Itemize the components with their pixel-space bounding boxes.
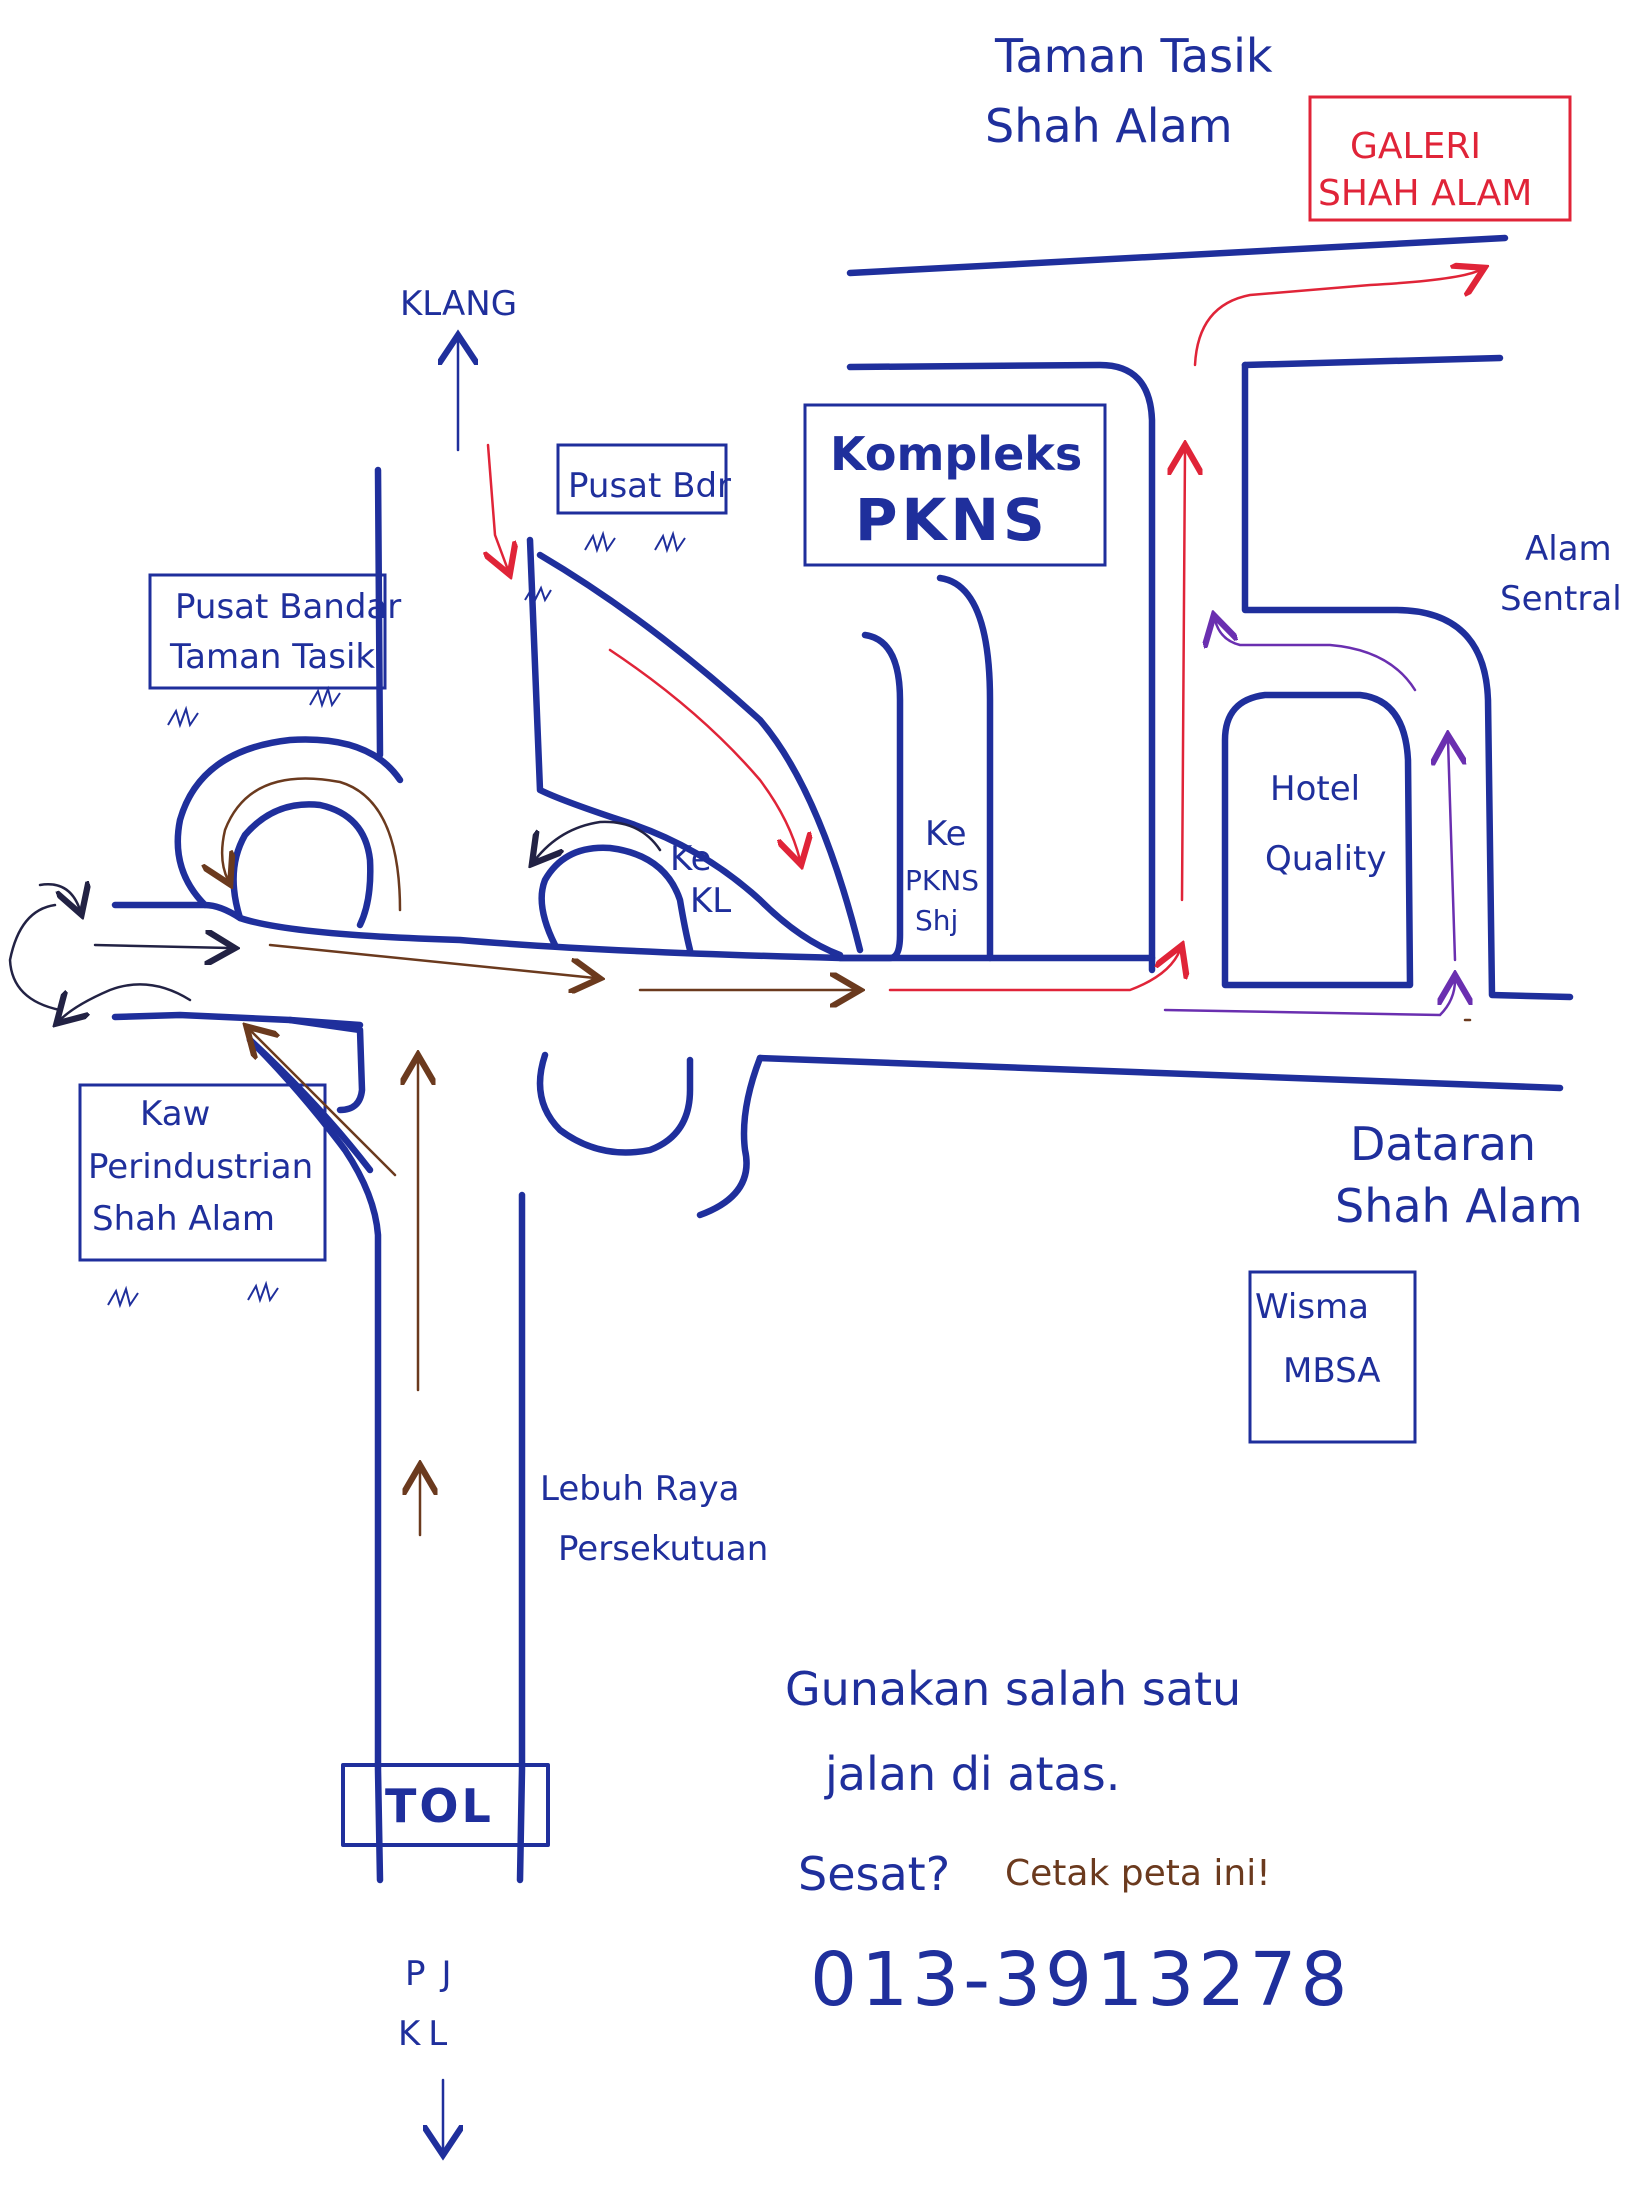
landmark-boxes <box>78 95 1572 1444</box>
loop-ne <box>538 844 694 954</box>
grass-5 <box>107 1285 139 1309</box>
grass-7 <box>524 585 552 603</box>
label-pbtt: Pusat Bandar <box>175 587 401 627</box>
grass-1 <box>584 530 616 554</box>
label-ke-kl-2: KL <box>690 881 731 921</box>
label-wisma: Wisma <box>1255 1287 1369 1327</box>
label-galeri: GALERI <box>1350 126 1481 167</box>
red-route-4 <box>1182 450 1185 902</box>
road-right-block <box>1241 361 1574 1001</box>
dark-route-4 <box>38 884 80 910</box>
road-hotel-block <box>1221 691 1414 989</box>
loop-se-outer <box>696 1054 764 1219</box>
label-kaw-shah-alam: Shah Alam <box>92 1199 275 1239</box>
road-persekutuan-right <box>516 1191 526 1884</box>
red-route-2 <box>608 648 800 860</box>
red-route-3 <box>888 950 1180 992</box>
label-perindustrian: Perindustrian <box>88 1147 313 1187</box>
label-quality: Quality <box>1265 839 1387 879</box>
label-kl: KL <box>398 2014 455 2054</box>
brown-route-3 <box>222 777 402 912</box>
label-galeri-2: SHAH ALAM <box>1318 173 1532 214</box>
label-kaw: Kaw <box>140 1094 210 1134</box>
label-dataran-2: Shah Alam <box>1335 1179 1583 1233</box>
grass-4 <box>309 685 341 709</box>
loop-nw-outer <box>174 736 404 909</box>
road-right-loop-top <box>1241 354 1504 369</box>
roads <box>111 234 1574 1884</box>
road-dataran <box>756 1054 1564 1092</box>
label-persekutuan: Persekutuan <box>558 1529 768 1569</box>
pbtt-box <box>148 573 387 690</box>
label-tol: TOL <box>385 1779 494 1833</box>
purple-route-2 <box>1448 740 1455 962</box>
purple-route-1 <box>1163 980 1455 1017</box>
brown-route-1 <box>268 943 595 978</box>
loop-nw-inner <box>230 801 374 929</box>
dark-route-3 <box>8 903 62 1012</box>
pusat-bdr-box <box>556 443 728 515</box>
road-main-upper-2 <box>836 631 904 962</box>
dark-route-5 <box>535 820 662 860</box>
label-ke-pkns: Ke <box>925 814 967 854</box>
note-line-2: jalan di atas. <box>824 1747 1120 1801</box>
dark-route-1 <box>93 945 230 948</box>
purple-route-3 <box>1215 620 1417 692</box>
label-pusat-bdr: Pusat Bdr <box>568 466 731 506</box>
road-klang-branch <box>526 536 844 959</box>
phone-number: 013-3913278 <box>810 1937 1352 2023</box>
loop-sw <box>286 1016 366 1114</box>
road-top <box>846 234 1509 277</box>
galeri-box <box>1308 95 1572 222</box>
note-line-1: Gunakan salah satu <box>785 1662 1241 1716</box>
label-ke-pkns-3: Shj <box>915 904 958 937</box>
label-ke-pkns-2: PKNS <box>905 864 979 897</box>
kompleks-box <box>803 403 1107 567</box>
note-line-3b: Cetak peta ini! <box>1005 1853 1271 1894</box>
label-klang: KLANG <box>400 284 517 324</box>
road-top-2 <box>846 361 1156 974</box>
grass-6 <box>247 1280 279 1304</box>
label-lebuh-raya: Lebuh Raya <box>540 1469 739 1509</box>
labels: Taman Tasik Shah Alam GALERI SHAH ALAM K… <box>88 29 1622 2054</box>
grass-2 <box>654 530 686 554</box>
tol-booth <box>341 1763 550 1847</box>
label-pj: PJ <box>405 1954 468 1994</box>
label-sentral: Sentral <box>1500 579 1622 619</box>
road-persekutuan-left-upper <box>374 466 384 759</box>
kaw-box <box>78 1083 327 1262</box>
dark-route-2 <box>60 983 192 1020</box>
road-main-upper <box>111 574 994 962</box>
grass-3 <box>167 705 199 729</box>
wisma-box <box>1248 1270 1417 1444</box>
grass-tufts <box>107 530 686 1309</box>
red-route-1 <box>488 443 508 570</box>
road-klang-ramp <box>536 551 864 954</box>
label-pbtt-2: Taman Tasik <box>169 637 375 677</box>
label-hotel: Hotel <box>1270 769 1360 809</box>
label-ke-kl: Ke <box>670 839 712 879</box>
label-pkns: PKNS <box>855 486 1049 554</box>
loop-se <box>536 1051 694 1156</box>
route-arrows <box>8 270 1480 2150</box>
directions-note: Gunakan salah satu jalan di atas. Sesat?… <box>785 1662 1352 2023</box>
brown-route-6 <box>250 1030 397 1177</box>
label-mbsa: MBSA <box>1283 1351 1381 1391</box>
red-route-5 <box>1193 270 1480 367</box>
label-taman-tasik: Taman Tasik <box>994 29 1273 83</box>
label-kompleks: Kompleks <box>830 427 1082 481</box>
label-alam: Alam <box>1525 529 1612 569</box>
label-dataran: Dataran <box>1350 1117 1536 1171</box>
note-line-3a: Sesat? <box>798 1847 950 1901</box>
label-taman-tasik-2: Shah Alam <box>985 99 1233 153</box>
